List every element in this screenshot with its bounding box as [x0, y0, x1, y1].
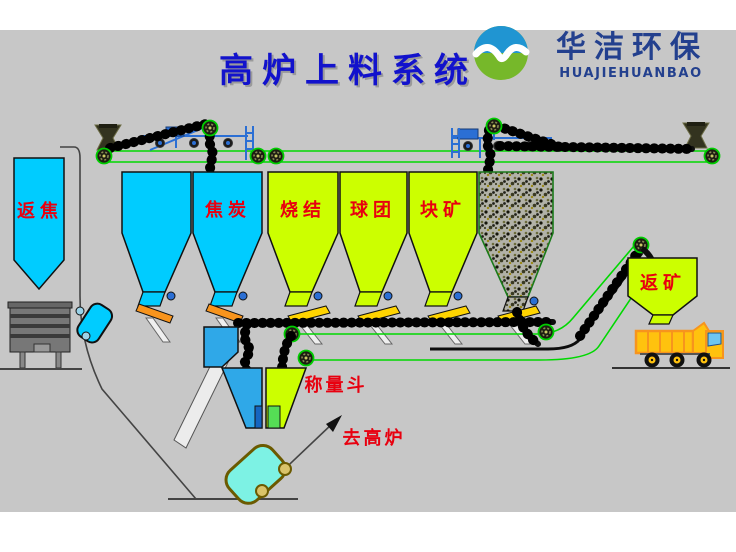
skip-hoist-system: 去高炉	[60, 146, 406, 505]
belt-edge-outer	[306, 263, 655, 361]
truck-wheel-icon	[696, 352, 712, 368]
skip-car-bottom	[224, 443, 287, 505]
container-leg	[19, 351, 26, 369]
vibrator-icon	[529, 296, 539, 306]
logo-wave-icon	[472, 44, 530, 63]
pulley-icon	[537, 323, 555, 341]
top-conveyor	[94, 117, 721, 184]
logo-name-en: HUAJIEHUANBAO	[559, 66, 702, 81]
label-pellet: 球团	[350, 200, 396, 221]
pulley-icon	[703, 147, 721, 165]
label-return-coke: 返焦	[17, 200, 63, 222]
vibrator-icon	[238, 291, 248, 301]
pulley-icon	[297, 349, 315, 367]
skip-wheel-icon	[255, 484, 269, 498]
ladder-icon	[451, 128, 460, 158]
label-return-ore: 返矿	[640, 272, 686, 294]
label-sinter: 烧结	[280, 199, 326, 221]
bin-coke-2-outlet	[209, 291, 238, 307]
label-lump-ore: 块矿	[420, 199, 466, 221]
skip-wheel-icon	[278, 462, 292, 476]
pulley-icon	[249, 147, 267, 165]
truck-wheel-icon	[669, 352, 685, 368]
logo-name-cn: 华洁环保	[556, 30, 708, 65]
material-stream-coke-texture	[244, 324, 250, 373]
label-to-blast-furnace: 去高炉	[343, 427, 406, 449]
label-weighing-hopper: 称量斗	[305, 374, 368, 396]
label-coke: 焦炭	[204, 199, 251, 221]
page-title: 高炉上料系统	[219, 51, 477, 91]
vibrator-icon	[166, 291, 176, 301]
container-bin-left	[0, 301, 82, 370]
company-logo: 华洁环保 HUAJIEHUANBAO	[472, 26, 708, 81]
pulley-icon	[485, 117, 503, 135]
pulley-icon	[95, 147, 113, 165]
intermediate-bin-blue	[203, 326, 239, 368]
dump-truck	[612, 321, 730, 369]
storage-bins: 返焦 焦炭 烧结 球团 块矿	[13, 157, 554, 312]
vibrator-icon	[453, 291, 463, 301]
weighing-hopper-green-gate	[267, 405, 281, 429]
vibrator-icon	[313, 291, 323, 301]
skip-wheel-icon	[81, 331, 91, 341]
material-collecting-belt-texture	[238, 322, 553, 323]
page-title-shadow: 高炉上料系统	[221, 53, 479, 93]
truck-windshield	[707, 332, 722, 347]
pulley-icon	[267, 147, 285, 165]
bin-sinter-outlet	[284, 291, 313, 307]
weighing-station: 称量斗	[173, 324, 368, 449]
collecting-conveyors	[238, 236, 655, 367]
vibrator-icon	[383, 291, 393, 301]
container-leg	[55, 351, 62, 369]
pulley-icon	[201, 119, 219, 137]
bin-pellet-outlet	[354, 291, 383, 307]
bin-return-ore-outlet	[648, 314, 674, 325]
truck-wheel-icon	[644, 352, 660, 368]
bin-return-coke	[13, 157, 65, 291]
material-top-right-belt-texture	[500, 146, 692, 149]
bin-coke-1-outlet	[137, 291, 166, 307]
bin-lump-ore-outlet	[424, 291, 453, 307]
skip-rail-down	[60, 146, 197, 500]
weighing-hopper-blue-gate	[254, 405, 263, 429]
skip-wheel-icon	[75, 306, 85, 316]
header: 高炉上料系统 高炉上料系统 华洁环保 HUAJIEHUANBAO	[219, 26, 708, 93]
arrow-head-icon	[326, 415, 342, 432]
return-ore-station: 返矿	[612, 250, 730, 369]
feeder-coke-left	[135, 303, 174, 343]
